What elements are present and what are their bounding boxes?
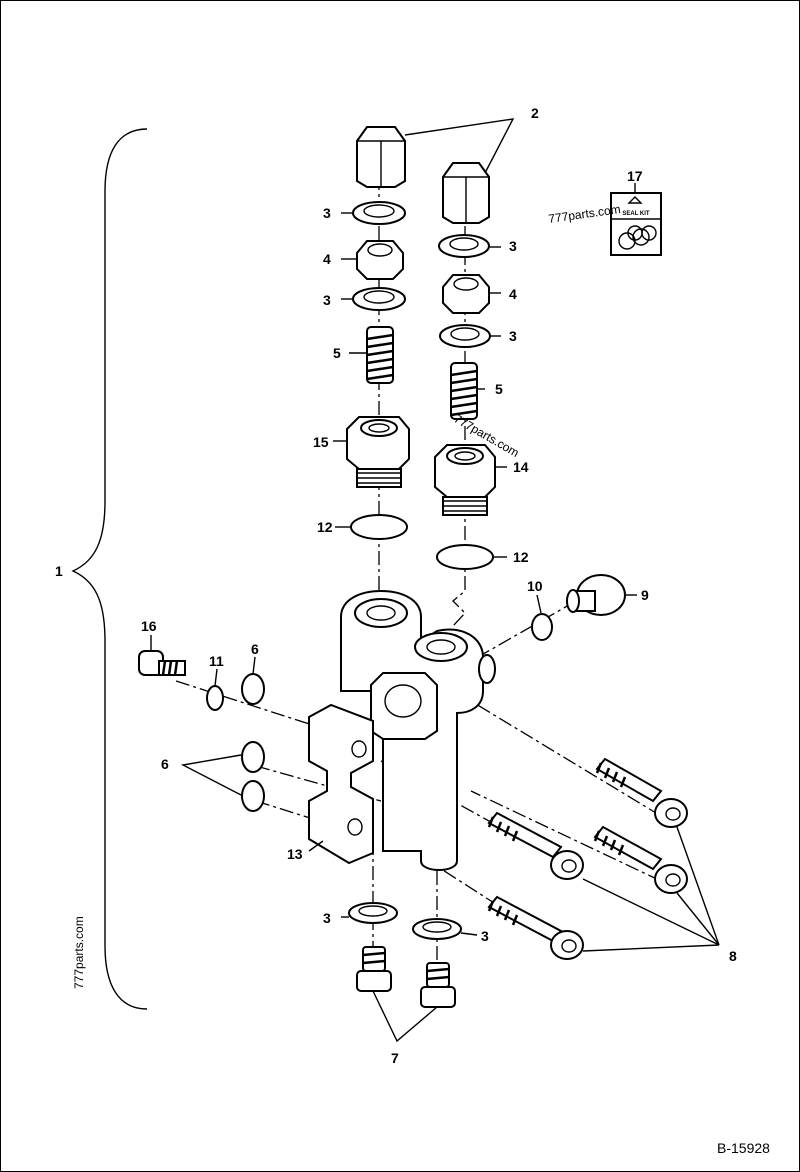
callout-7: 7 bbox=[391, 1050, 399, 1066]
oring-6-lower bbox=[241, 780, 265, 812]
plug-bottom-left bbox=[356, 946, 392, 992]
washer-top-left bbox=[352, 201, 406, 225]
callout-12-b: 12 bbox=[513, 549, 529, 565]
cap-left bbox=[356, 126, 406, 188]
callout-16: 16 bbox=[141, 618, 157, 634]
cap-right bbox=[442, 162, 490, 224]
seal-kit-icon: SEAL KIT bbox=[610, 192, 662, 256]
washer-mid-left bbox=[352, 287, 406, 311]
assembly-brace bbox=[71, 128, 148, 1010]
callout-4-a: 4 bbox=[323, 251, 331, 267]
callout-labels: 1 2 3 4 3 5 15 12 3 4 3 5 14 12 17 9 10 … bbox=[55, 105, 737, 1066]
callout-8: 8 bbox=[729, 948, 737, 964]
seal-kit-label: SEAL KIT bbox=[622, 211, 650, 217]
screw-16 bbox=[138, 650, 186, 676]
callout-6-a: 6 bbox=[251, 641, 259, 657]
bolt-upper bbox=[595, 757, 688, 828]
plug-bottom-right bbox=[420, 962, 456, 1008]
callout-12-a: 12 bbox=[317, 519, 333, 535]
callout-10: 10 bbox=[527, 578, 543, 594]
callout-3-d: 3 bbox=[509, 328, 517, 344]
callout-13: 13 bbox=[287, 846, 303, 862]
callout-15: 15 bbox=[313, 434, 329, 450]
fitting-15 bbox=[346, 416, 410, 488]
watermark-vertical: 777parts.com bbox=[72, 916, 86, 989]
mounting-block bbox=[308, 703, 374, 865]
oring-12-left bbox=[350, 514, 408, 540]
fitting-14 bbox=[434, 444, 496, 516]
callout-3-e: 3 bbox=[323, 910, 331, 926]
oring-12-right bbox=[436, 544, 494, 570]
oring-6-top bbox=[241, 673, 265, 705]
callout-2: 2 bbox=[531, 105, 539, 121]
oring-11 bbox=[206, 685, 224, 711]
leader-lines bbox=[150, 118, 720, 1043]
callout-3-c: 3 bbox=[509, 238, 517, 254]
callout-5-b: 5 bbox=[495, 381, 503, 397]
oring-10 bbox=[531, 613, 553, 641]
oring-6-middle bbox=[241, 741, 265, 773]
nut-right bbox=[442, 274, 490, 314]
callout-17: 17 bbox=[627, 168, 643, 184]
washer-mid-right bbox=[439, 324, 491, 348]
nut-left bbox=[356, 240, 404, 280]
callout-11: 11 bbox=[209, 653, 224, 669]
callout-14: 14 bbox=[513, 459, 529, 475]
bolt-middle-left bbox=[487, 811, 584, 880]
callout-4-b: 4 bbox=[509, 286, 517, 302]
spring-left bbox=[366, 326, 394, 384]
spring-right bbox=[450, 362, 478, 420]
washer-top-right bbox=[438, 234, 490, 258]
bolt-middle-right bbox=[593, 825, 688, 894]
plug-side-9 bbox=[566, 574, 626, 616]
callout-1: 1 bbox=[55, 563, 63, 579]
callout-6-b: 6 bbox=[161, 756, 169, 772]
washer-bottom-left bbox=[348, 902, 398, 924]
valve-body bbox=[340, 589, 496, 871]
callout-3-f: 3 bbox=[481, 928, 489, 944]
washer-bottom-right bbox=[412, 918, 462, 940]
callout-3-b: 3 bbox=[323, 292, 331, 308]
callout-5-a: 5 bbox=[333, 345, 341, 361]
callout-9: 9 bbox=[641, 587, 649, 603]
bolt-lower bbox=[487, 895, 584, 960]
drawing-number: B-15928 bbox=[717, 1140, 770, 1156]
callout-3-a: 3 bbox=[323, 205, 331, 221]
